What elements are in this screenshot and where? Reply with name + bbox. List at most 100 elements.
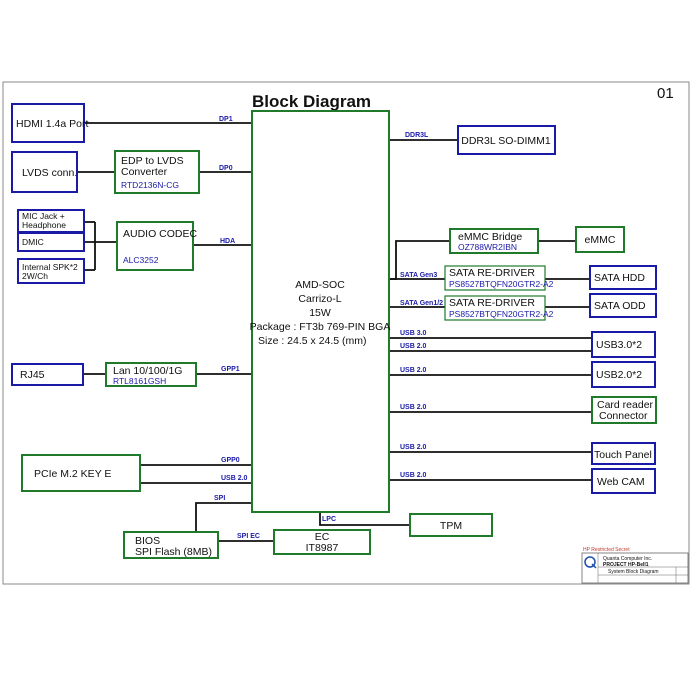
- bus-usb20-a: USB 2.0: [400, 343, 427, 350]
- card-reader-line-1: Card reader: [597, 399, 654, 411]
- lan-box: [105, 362, 197, 387]
- bus-usb20-b: USB 2.0: [400, 367, 427, 374]
- redriver-2-box: [444, 295, 546, 321]
- bus-labels: DP1 DP0 HDA GPP1 GPP0 USB 2.0 SPI SPI EC…: [214, 116, 443, 540]
- emmc-bridge-block: eMMC Bridge OZ788WR2IBN: [449, 228, 539, 254]
- sata-hdd-block: SATA HDD: [589, 265, 657, 290]
- bus-gpp0: GPP0: [221, 457, 240, 464]
- usb2-block: USB2.0*2: [591, 361, 656, 388]
- lan-label: Lan 10/100/1G: [113, 365, 182, 377]
- redriver-2-block: SATA RE-DRIVER PS8527BTQFN20GTR2-A2: [444, 295, 554, 321]
- title-block-frame: [581, 552, 689, 584]
- edp-line-2: Converter: [121, 166, 168, 178]
- bus-sata-gen12: SATA Gen1/2: [400, 300, 443, 307]
- redriver-1-block: SATA RE-DRIVER PS8527BTQFN20GTR2-A2: [444, 265, 554, 291]
- restricted-notice: HP Restricted Secret: [583, 547, 630, 553]
- usb2-box: [591, 361, 656, 388]
- ec-label: EC: [315, 531, 330, 543]
- usb3-box: [591, 331, 656, 358]
- redriver-1-label: SATA RE-DRIVER: [449, 267, 535, 279]
- rj45-box: [11, 363, 84, 386]
- ddr-box: [457, 125, 556, 155]
- soc-line-1: AMD-SOC: [295, 279, 345, 291]
- hdmi-box: [11, 103, 85, 143]
- soc-line-5: Size : 24.5 x 24.5 (mm): [258, 335, 367, 347]
- bus-lpc: LPC: [322, 516, 336, 523]
- sata-hdd-box: [589, 265, 657, 290]
- tpm-block: TPM: [409, 513, 493, 537]
- bus-usb20-d: USB 2.0: [400, 444, 427, 451]
- audio-box: [116, 221, 194, 271]
- emmc-bridge-part: OZ788WR2IBN: [458, 242, 517, 252]
- connection-lines: [77, 122, 592, 542]
- audio-part: ALC3252: [123, 255, 159, 265]
- webcam-label: Web CAM: [597, 476, 645, 488]
- doc-title: System Block Diagram: [608, 569, 659, 575]
- diagram-title: Block Diagram: [252, 92, 371, 111]
- touch-panel-block: Touch Panel: [591, 442, 656, 465]
- sheet-frame: [2, 81, 690, 585]
- bus-usb30: USB 3.0: [400, 330, 427, 337]
- bios-line-2: SPI Flash (8MB): [135, 546, 212, 558]
- spk-line-1: Internal SPK*2: [22, 262, 78, 272]
- hdmi-block: HDMI 1.4a Port: [11, 103, 88, 143]
- mic-line-1: MIC Jack +: [22, 211, 65, 221]
- dmic-box: [17, 232, 85, 252]
- bus-usb20-pcie: USB 2.0: [221, 475, 248, 482]
- hdmi-label: HDMI 1.4a Port: [16, 118, 88, 130]
- bus-gpp1: GPP1: [221, 366, 240, 373]
- audio-label: AUDIO CODEC: [123, 228, 198, 240]
- mic-block: MIC Jack + Headphone: [17, 209, 85, 233]
- bios-line-1: BIOS: [135, 535, 160, 547]
- usb3-label: USB3.0*2: [596, 339, 642, 351]
- redriver-2-part: PS8527BTQFN20GTR2-A2: [449, 309, 554, 319]
- redriver-1-box: [444, 265, 546, 291]
- dmic-block: DMIC: [17, 232, 85, 252]
- bus-hda: HDA: [220, 238, 235, 245]
- ec-part: IT8987: [306, 542, 339, 554]
- edp-line-1: EDP to LVDS: [121, 155, 184, 167]
- touch-panel-box: [591, 442, 656, 465]
- rj45-block: RJ45: [11, 363, 84, 386]
- lvds-label: LVDS conn.: [22, 167, 77, 179]
- emmc-bridge-box: [449, 228, 539, 254]
- lan-block: Lan 10/100/1G RTL8161GSH: [105, 362, 197, 387]
- bus-dp1: DP1: [219, 116, 233, 123]
- title-block: HP Restricted Secret Quanta Computer Inc…: [581, 547, 689, 584]
- sata-odd-label: SATA ODD: [594, 300, 646, 312]
- page-number: 01: [657, 85, 674, 102]
- spk-box: [17, 258, 85, 284]
- dmic-label: DMIC: [22, 237, 44, 247]
- bus-usb20-e: USB 2.0: [400, 472, 427, 479]
- ec-box: [273, 529, 371, 555]
- card-reader-block: Card reader Connector: [591, 396, 657, 424]
- card-reader-line-2: Connector: [599, 410, 648, 422]
- redriver-2-label: SATA RE-DRIVER: [449, 297, 535, 309]
- bios-box: [123, 531, 219, 559]
- ddr-label: DDR3L SO-DIMM1: [461, 135, 551, 147]
- pcie-box: [21, 454, 141, 492]
- pcie-label: PCIe M.2 KEY E: [34, 468, 111, 480]
- audio-block: AUDIO CODEC ALC3252: [116, 221, 198, 271]
- soc-block: AMD-SOC Carrizo-L 15W Package : FT3b 769…: [250, 110, 391, 513]
- emmc-block: eMMC: [575, 226, 625, 253]
- soc-line-3: 15W: [309, 307, 331, 319]
- company-name: Quanta Computer Inc.: [603, 556, 652, 562]
- soc-line-4: Package : FT3b 769-PIN BGA: [250, 321, 391, 333]
- spk-line-2: 2W/Ch: [22, 271, 48, 281]
- ec-block: EC IT8987: [273, 529, 371, 555]
- mic-line-2: Headphone: [22, 220, 66, 230]
- webcam-box: [591, 468, 656, 494]
- quanta-logo-icon: [584, 556, 597, 569]
- card-reader-box: [591, 396, 657, 424]
- tpm-label: TPM: [440, 520, 462, 532]
- bus-usb20-c: USB 2.0: [400, 404, 427, 411]
- edp-block: EDP to LVDS Converter RTD2136N-CG: [114, 150, 200, 194]
- usb2-label: USB2.0*2: [596, 369, 642, 381]
- emmc-label: eMMC: [585, 234, 616, 246]
- rj45-label: RJ45: [20, 369, 45, 381]
- line-spi: [195, 502, 252, 532]
- ddr-block: DDR3L SO-DIMM1: [457, 125, 556, 155]
- bios-block: BIOS SPI Flash (8MB): [123, 531, 219, 559]
